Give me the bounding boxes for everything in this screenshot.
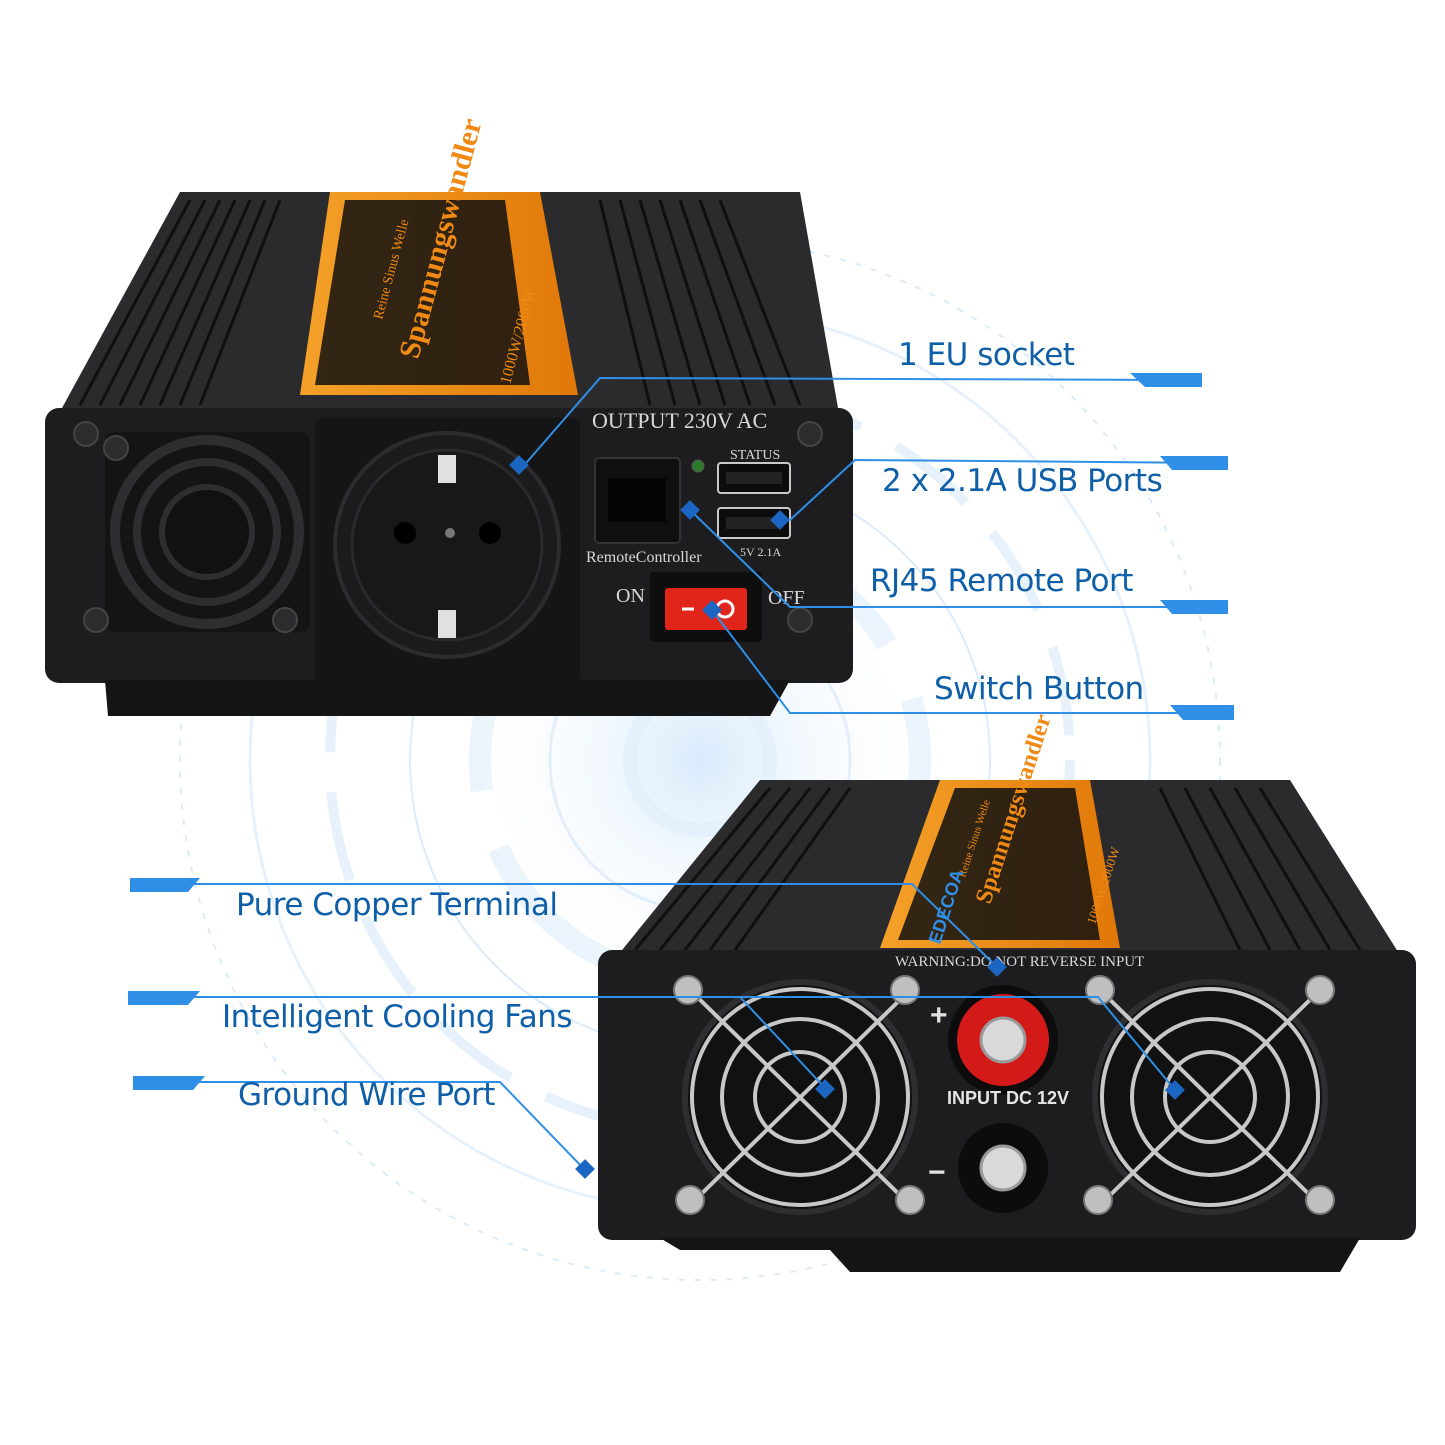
callout-lines [130,376,1232,1171]
negative-terminal-icon [958,1123,1048,1213]
rj45-port-icon [594,457,681,544]
inverter-front-view: OUTPUT 230V AC STATUS RemoteController 5… [45,115,853,716]
callout-tabs [128,373,1234,1090]
callout-rj45-port: RJ45 Remote Port [870,563,1133,599]
mounting-base-rear [660,1238,1360,1272]
callout-copper-terminal: Pure Copper Terminal [236,887,558,923]
callout-markers [509,455,1185,1179]
cooling-fins-top [78,199,802,406]
status-label: STATUS [730,448,780,463]
remote-label: RemoteController [586,549,702,566]
callout-switch-button: Switch Button [934,671,1144,707]
fan-icon [1092,979,1328,1215]
on-label: ON [616,585,645,607]
callout-usb-ports: 2 x 2.1A USB Ports [882,463,1163,499]
output-label: OUTPUT 230V AC [592,408,767,433]
callout-cooling-fans: Intelligent Cooling Fans [222,999,573,1035]
inverter-rear-view: + − INPUT DC 12V WARNING:DO NOT REVERSE … [598,711,1416,1272]
cooling-fins-rear [633,787,1362,951]
positive-terminal-icon [948,985,1058,1095]
fan-icon [105,432,310,632]
plus-sign: + [930,999,948,1032]
eu-socket-icon [315,418,580,683]
mounting-base [105,680,790,716]
callout-ground-wire-port: Ground Wire Port [238,1077,495,1113]
status-led [691,459,705,473]
input-label: INPUT DC 12V [947,1088,1069,1108]
callout-eu-socket: 1 EU socket [898,337,1075,373]
warning-label: WARNING:DO NOT REVERSE INPUT [895,954,1144,970]
fan-icon [682,979,918,1215]
screw-icons [73,421,823,633]
usb-rating-label: 5V 2.1A [740,545,781,559]
usb-port-icons [717,462,791,539]
off-label: OFF [768,587,805,609]
minus-sign: − [928,1156,946,1189]
screw-icons [673,975,1335,1215]
